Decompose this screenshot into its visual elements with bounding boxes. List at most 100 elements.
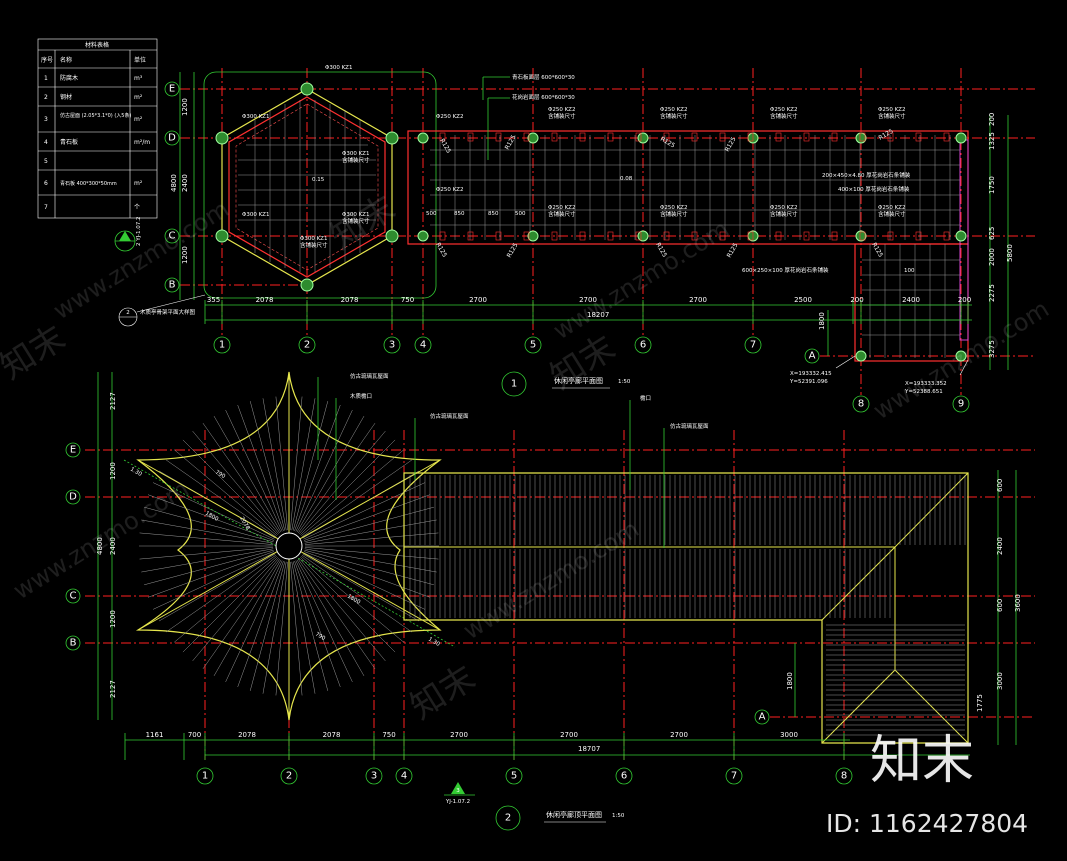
- coordinate-y: Y=52388.651: [904, 389, 943, 395]
- column-kz1: [300, 82, 314, 96]
- axis-bubble: [835, 767, 853, 785]
- column-note: 含铺装尺寸: [770, 210, 798, 218]
- section-marker: YJ-1.07.2 3: [444, 782, 475, 805]
- column-note: 含铺装尺寸: [300, 241, 328, 249]
- legend-row-unit: m²/m: [134, 139, 150, 146]
- legend-header-no: 序号: [41, 56, 53, 64]
- watermark-id: ID: 1162427804: [826, 809, 1028, 838]
- dim-label: 2700: [579, 296, 597, 304]
- plan2-roof-plan: 仿古琉璃瓦屋面 木质檐口 仿古琉璃瓦屋面 檐口 仿古琉璃瓦屋面 1.30 790…: [65, 371, 1035, 831]
- drawing-scale: 1:50: [618, 379, 631, 385]
- drawing-scale: 1:50: [612, 813, 625, 819]
- column-kz2: [417, 132, 429, 144]
- diag-dim: 2078: [238, 516, 250, 532]
- dim-label: 200: [958, 296, 971, 304]
- axis-bubble: [164, 277, 180, 293]
- section-marker: 2 YJ-1.07.2: [114, 216, 142, 252]
- dim-label: 2500: [794, 296, 812, 304]
- column-kz2: [527, 132, 539, 144]
- dim-label: 1200: [109, 462, 117, 480]
- watermark-brand: 知末: [544, 328, 623, 398]
- dim-label: 3000: [996, 672, 1004, 690]
- hexagon-roof: [123, 371, 456, 721]
- axis-label: 4: [401, 771, 407, 782]
- axis-bubble: [505, 767, 523, 785]
- column-kz2: [855, 132, 867, 144]
- axis-bubble: [213, 336, 231, 354]
- axis-label: 4: [420, 340, 426, 351]
- column-kz1: [215, 229, 229, 243]
- dim-label: 5800: [1006, 244, 1014, 262]
- roof-apex: [275, 532, 303, 560]
- elevation-label: 0.15: [312, 177, 325, 183]
- column-label: Φ250 KZ2: [770, 205, 797, 211]
- legend-row-unit: 个: [134, 204, 140, 211]
- drawing-number-circle: [495, 805, 521, 831]
- dim-label: 2400: [109, 537, 117, 555]
- diag-dim: 1.30: [129, 467, 143, 479]
- column-label: Φ250 KZ2: [878, 205, 905, 211]
- plan1-floor-plan: Φ300 KZ1 Φ300 KZ1 Φ300 KZ1 含铺装尺寸 Φ300 KZ…: [114, 65, 1035, 413]
- watermark-brand: 知末: [870, 731, 974, 791]
- dim-label: 500: [426, 211, 437, 217]
- axis-bubble: [65, 588, 81, 604]
- dim-label: 1800: [818, 312, 826, 330]
- axis-bubble: [414, 336, 432, 354]
- dim-label: 600: [996, 479, 1004, 492]
- axis-label: 5: [530, 340, 536, 351]
- dim-label: 1200: [181, 98, 189, 116]
- legend-header-unit: 单位: [134, 56, 146, 64]
- dim-label: 1200: [181, 246, 189, 264]
- drawing-number-circle: [501, 371, 527, 397]
- watermark-tiles: www.znzmo.com www.znzmo.com www.znzmo.co…: [0, 188, 1054, 728]
- axis-label: D: [168, 133, 176, 144]
- legend-row-no: 4: [44, 139, 48, 146]
- roof-label: 仿古琉璃瓦屋面: [350, 372, 389, 380]
- axis-label: 8: [858, 399, 864, 410]
- legend-row-name: 青石板: [60, 138, 78, 146]
- column-label: Φ250 KZ2: [548, 205, 575, 211]
- ref-note: 木质亭骨架平面大样图: [140, 308, 196, 316]
- axis-bubble: [164, 228, 180, 244]
- axis-label: 3: [389, 340, 395, 351]
- svg-text:2: 2: [126, 310, 130, 316]
- legend-row-name: 防腐木: [60, 74, 78, 82]
- axis-label: E: [70, 445, 76, 456]
- dim-label: 1200: [109, 610, 117, 628]
- legend-row-no: 3: [44, 116, 48, 123]
- column-note: 含铺装尺寸: [548, 210, 576, 218]
- axis-bubble: [804, 348, 820, 364]
- axis-label: C: [169, 231, 176, 242]
- dim-label: 1775: [976, 694, 984, 712]
- column-kz1: [215, 131, 229, 145]
- dim-label: 100: [904, 268, 915, 274]
- axis-label: 3: [371, 771, 377, 782]
- column-note: 含铺装尺寸: [660, 112, 688, 120]
- column-label: Φ300 KZ1: [242, 114, 269, 120]
- axis-label: 8: [841, 771, 847, 782]
- axis-bubble: [383, 336, 401, 354]
- watermark-brand: 知末: [0, 318, 72, 388]
- radius-label: R125: [878, 128, 895, 142]
- roof-label: 仿古琉璃瓦屋面: [670, 422, 709, 430]
- axis-bubble: [164, 130, 180, 146]
- column-kz2: [955, 132, 967, 144]
- legend-row-name: 仿古屋面 (2.05*3.1*0) (入5条): [60, 112, 131, 119]
- dim-label: 2078: [341, 296, 359, 304]
- axis-bubble: [634, 336, 652, 354]
- axis-bubble: [365, 767, 383, 785]
- column-label: Φ250 KZ2: [660, 205, 687, 211]
- dim-label: 2700: [670, 731, 688, 739]
- watermark-site: www.znzmo.com: [458, 515, 644, 645]
- axis-label: 5: [511, 771, 517, 782]
- ref-label: 2 YJ-1.07.2: [136, 216, 142, 246]
- dim-label: 750: [401, 296, 414, 304]
- axis-bubble: [65, 442, 81, 458]
- dim-label: 2700: [450, 731, 468, 739]
- pavilion-paving-grid: [238, 100, 376, 272]
- axis-label: 7: [750, 340, 756, 351]
- axis-bubble: [754, 709, 770, 725]
- radius-label: R125: [438, 138, 452, 155]
- dim-label: 2275: [988, 284, 996, 302]
- dim-label: 750: [382, 731, 395, 739]
